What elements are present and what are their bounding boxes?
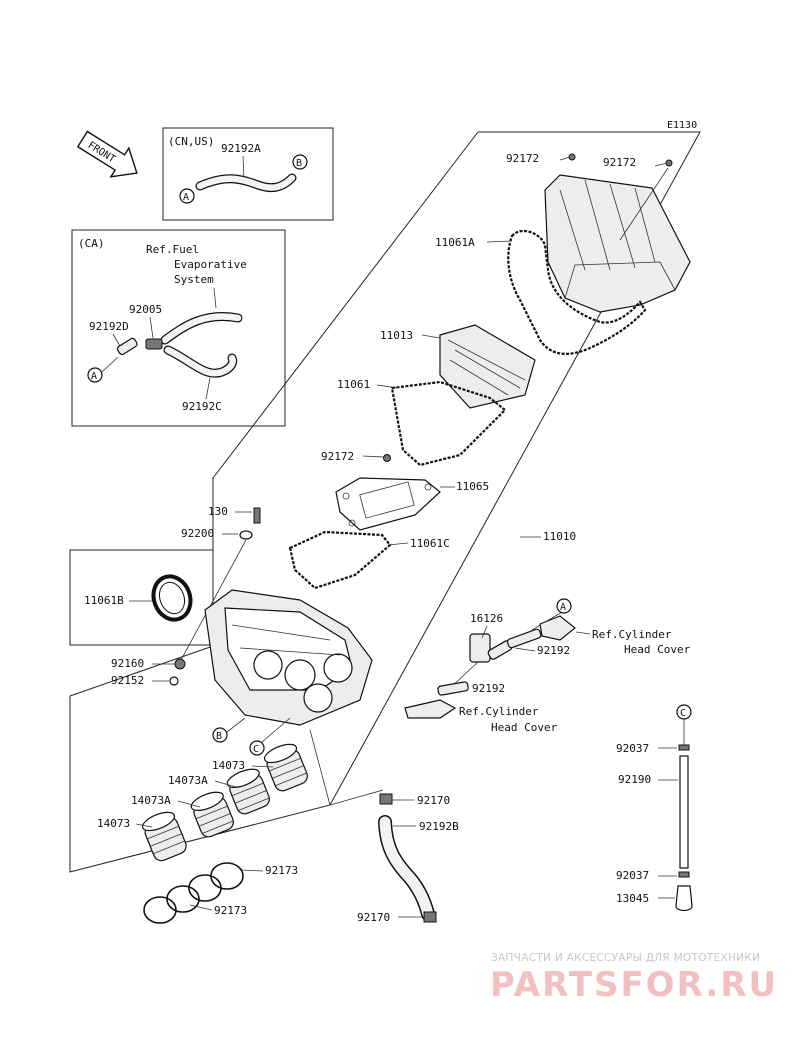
upper-cover	[544, 174, 691, 313]
label-92173-a: 92173	[265, 864, 298, 877]
label-11061: 11061	[337, 378, 370, 391]
label-92192B: 92192B	[419, 820, 459, 833]
marker-c-body	[249, 740, 265, 756]
label-92192-a: 92192	[537, 644, 570, 657]
svg-text:A: A	[91, 371, 97, 382]
svg-text:C: C	[253, 744, 259, 755]
diagram-code: E1130	[667, 120, 697, 131]
label-92170-b: 92170	[357, 911, 390, 924]
clamps-92173	[143, 862, 244, 924]
marker-a-valve	[556, 598, 572, 614]
label-92037-a: 92037	[616, 742, 649, 755]
inset-ca-box	[71, 229, 286, 427]
cylinder-head-fitting-1	[539, 615, 576, 641]
label-14073A-b: 14073A	[131, 794, 171, 807]
label-16126: 16126	[470, 612, 503, 625]
label-92192D: 92192D	[89, 320, 129, 333]
plate-11065	[335, 477, 441, 531]
gasket-11061A	[507, 229, 647, 355]
ref-cyl-head-2-line2: Head Cover	[491, 721, 558, 734]
svg-text:B: B	[296, 158, 302, 169]
label-92173-b: 92173	[214, 904, 247, 917]
duct-14073-upper	[263, 743, 308, 792]
marker-b-body	[212, 727, 228, 743]
clamp-92037-lower	[678, 871, 690, 878]
inset-ca-ref-2: Evaporative	[174, 258, 247, 271]
label-92170-a: 92170	[417, 794, 450, 807]
bolt-130	[253, 507, 261, 524]
label-92152: 92152	[111, 674, 144, 687]
watermark-logo: PARTSFOR.RU	[490, 965, 778, 1005]
label-14073A-a: 14073A	[168, 774, 208, 787]
cylinder-head-fitting-2	[404, 699, 457, 719]
marker-a-cn-us	[179, 188, 195, 204]
label-11065: 11065	[456, 480, 489, 493]
ref-cyl-head-1-line2: Head Cover	[624, 643, 691, 656]
ref-cyl-head-2-line1: Ref.Cylinder	[459, 705, 539, 718]
front-arrow: FRONT	[76, 130, 138, 178]
clamp-92170-lower	[423, 911, 437, 923]
svg-text:A: A	[560, 602, 566, 613]
valve-16126	[469, 633, 513, 663]
label-11061C: 11061C	[410, 537, 450, 550]
svg-text:C: C	[680, 708, 686, 719]
label-92005: 92005	[129, 303, 162, 316]
inset-cn-us-title: (CN,US)	[168, 135, 214, 148]
label-92190: 92190	[618, 773, 651, 786]
label-14073-a: 14073	[212, 759, 245, 772]
gasket-11061C	[288, 530, 392, 590]
hose-92192D	[116, 337, 138, 356]
inset-cn-us-box	[162, 127, 334, 221]
fitting-92005	[145, 338, 163, 350]
washer-92200	[239, 530, 253, 540]
inset-ca-ref-1: Ref.Fuel	[146, 243, 199, 256]
label-11013: 11013	[380, 329, 413, 342]
label-92192A: 92192A	[221, 142, 261, 155]
label-92192-b: 92192	[472, 682, 505, 695]
lower-housing	[204, 589, 373, 726]
element-11013	[439, 324, 536, 409]
plug-13045	[675, 885, 693, 912]
label-92172-a: 92172	[506, 152, 539, 165]
label-92172-c: 92172	[321, 450, 354, 463]
assembly-boundary-left	[69, 549, 213, 646]
marker-a-ca	[87, 367, 103, 383]
ref-cyl-head-1-line1: Ref.Cylinder	[592, 628, 672, 641]
label-13045: 13045	[616, 892, 649, 905]
label-92172-b: 92172	[603, 156, 636, 169]
duct-14073A-upper	[226, 768, 270, 815]
label-92200: 92200	[181, 527, 214, 540]
svg-text:B: B	[216, 731, 222, 742]
clamp-92037-upper	[678, 744, 690, 751]
label-92037-b: 92037	[616, 869, 649, 882]
gasket-11061	[390, 380, 507, 467]
label-11010: 11010	[543, 530, 576, 543]
label-130: 130	[208, 505, 228, 518]
inset-ca-title: (CA)	[78, 237, 105, 250]
label-14073-b: 14073	[97, 817, 130, 830]
clamp-92170-upper	[379, 793, 393, 805]
watermark-tagline: ЗАПЧАСТИ И АКСЕССУАРЫ ДЛЯ МОТОТЕХНИКИ	[491, 952, 760, 964]
label-92192C: 92192C	[182, 400, 222, 413]
inset-ca-ref-3: System	[174, 273, 214, 286]
label-92160: 92160	[111, 657, 144, 670]
label-11061A: 11061A	[435, 236, 475, 249]
duct-14073A-lower	[190, 791, 234, 838]
hose-92192-upper	[506, 628, 542, 649]
marker-b-cn-us	[292, 154, 308, 170]
svg-text:A: A	[183, 192, 189, 203]
hose-92192-lower	[437, 681, 469, 696]
duct-14073-lower	[141, 811, 187, 862]
label-11061B: 11061B	[84, 594, 124, 607]
tube-92190	[679, 755, 689, 869]
